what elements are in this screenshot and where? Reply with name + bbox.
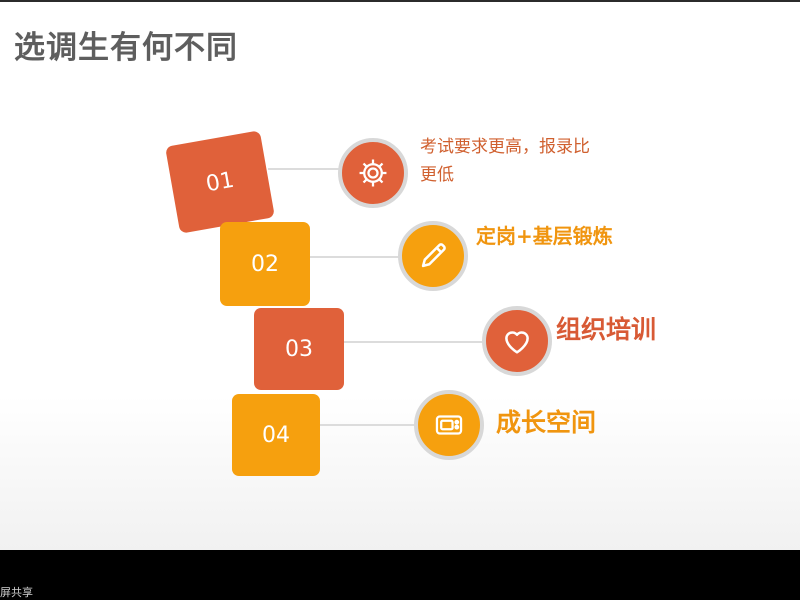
connector-line-4 bbox=[320, 424, 416, 426]
heart-icon bbox=[505, 331, 529, 354]
icon-circle-4 bbox=[414, 390, 484, 460]
step-block-01: 01 bbox=[165, 130, 275, 234]
icon-circle-1 bbox=[338, 138, 408, 208]
connector-line-2 bbox=[310, 256, 400, 258]
tv-icon bbox=[435, 415, 463, 435]
icon-circle-3 bbox=[482, 306, 552, 376]
connector-line-1 bbox=[268, 168, 340, 170]
screen-share-label[interactable]: 屏共享 bbox=[0, 586, 33, 599]
page-title: 选调生有何不同 bbox=[14, 30, 238, 66]
step-number: 03 bbox=[285, 336, 313, 362]
step-number: 04 bbox=[262, 422, 290, 448]
presentation-slide: 选调生有何不同 01 02 03 04 bbox=[0, 0, 800, 550]
step-number: 02 bbox=[251, 251, 279, 277]
step-block-04: 04 bbox=[232, 394, 320, 476]
item-text-line: 考试要求更高，报录比 bbox=[420, 137, 590, 157]
item-text-3: 组织培训 bbox=[556, 315, 657, 344]
item-text-1: 考试要求更高，报录比 更低 bbox=[420, 133, 590, 189]
item-text-2: 定岗+基层锻炼 bbox=[476, 224, 613, 248]
item-text-line: 更低 bbox=[420, 165, 454, 185]
window-top-edge bbox=[0, 0, 800, 2]
step-number: 01 bbox=[204, 167, 236, 197]
connector-line-3 bbox=[344, 341, 484, 343]
icon-circle-2 bbox=[398, 221, 468, 291]
step-block-02: 02 bbox=[220, 222, 310, 306]
item-text-4: 成长空间 bbox=[496, 408, 597, 437]
step-block-03: 03 bbox=[254, 308, 344, 390]
bottom-toolbar bbox=[0, 550, 800, 600]
pencil-icon bbox=[421, 243, 446, 268]
gear-icon bbox=[359, 159, 387, 187]
